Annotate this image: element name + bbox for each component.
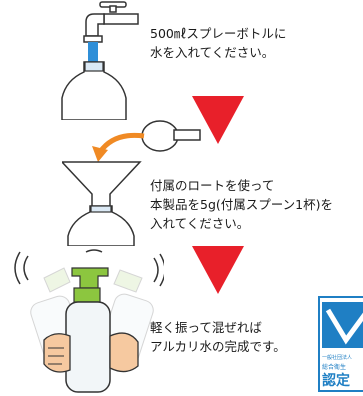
down-arrow-icon: [192, 246, 244, 296]
step3-line1: 軽く振って混ぜれば: [150, 320, 262, 335]
step2-line3: 入れてください。: [150, 216, 250, 231]
badge-bottom-text: 認定: [322, 373, 350, 389]
spray-bottle-icon: [14, 249, 164, 393]
spoon-icon: [141, 120, 201, 152]
bottle-icon: [61, 61, 127, 120]
step1-line1: 500㎖スプレーボトルに: [150, 26, 287, 41]
step1-line2: 水を入れてください。: [150, 45, 275, 60]
step2-line1: 付属のロートを使って: [150, 178, 275, 193]
funnel-icon: [62, 161, 142, 209]
badge-mid-text: 総合衛生: [322, 364, 347, 371]
step2-text: 付属のロートを使って 本製品を5g(付属スプーン1杯)を 入れてください。: [150, 176, 333, 233]
step3-illustration: [14, 248, 164, 396]
faucet-icon: [61, 1, 139, 120]
step1-text: 500㎖スプレーボトルに 水を入れてください。: [150, 24, 286, 62]
badge-top-text: 一般社団法人: [322, 355, 353, 361]
down-arrow-icon: [192, 96, 244, 146]
step2-line2: 本製品を5g(付属スプーン1杯)を: [150, 197, 333, 212]
step3-line2: アルカリ水の完成です。: [150, 339, 286, 354]
step2-illustration: [62, 118, 202, 246]
pour-arrow-icon: [97, 132, 145, 154]
step3-text: 軽く振って混ぜれば アルカリ水の完成です。: [150, 318, 286, 356]
certification-logo-icon: [322, 302, 363, 348]
certification-badge: 一般社団法人 総合衛生 認定: [318, 296, 363, 396]
step1-illustration: [60, 0, 150, 120]
